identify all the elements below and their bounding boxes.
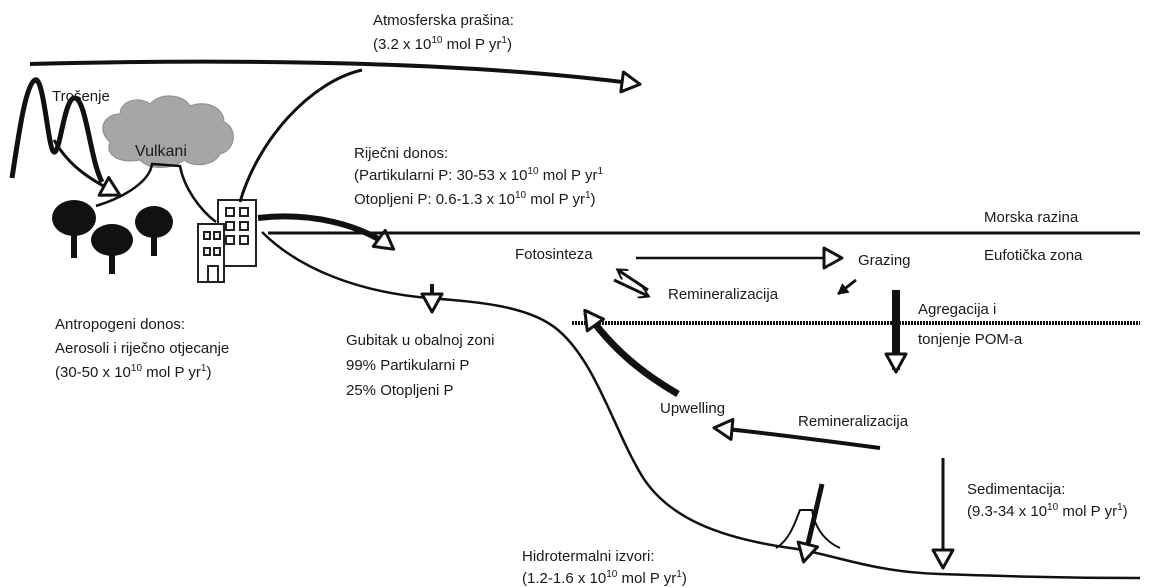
volcano-label: Vulkani bbox=[135, 143, 187, 160]
buildings-icon bbox=[197, 199, 257, 283]
hydrothermal-label: Hidrotermalni izvori: bbox=[522, 548, 655, 565]
sedimentation-flux: (9.3-34 x 1010 mol P yr1) bbox=[967, 502, 1128, 520]
atmospheric-dust-label: Atmosferska prašina: bbox=[373, 12, 514, 29]
anthropogenic-flux: (30-50 x 1010 mol P yr1) bbox=[55, 363, 211, 381]
photosynthesis-remineralization-arrow bbox=[613, 278, 648, 296]
sedimentation-label: Sedimentacija: bbox=[967, 481, 1065, 498]
trees-icon bbox=[52, 200, 173, 274]
grazing-remin-arrow bbox=[837, 278, 857, 296]
euphotic-zone-label: Eufotička zona bbox=[984, 247, 1083, 264]
coastal-loss-particulate: 99% Partikularni P bbox=[346, 357, 469, 374]
hydrothermal-flux: (1.2-1.6 x 1010 mol P yr1) bbox=[522, 569, 687, 587]
hydrothermal-vent bbox=[775, 509, 841, 549]
aggregation-label: Agregacija i bbox=[918, 301, 996, 318]
coastal-loss-title: Gubitak u obalnoj zoni bbox=[346, 332, 494, 349]
dust-transport-arrow bbox=[29, 59, 642, 94]
atmospheric-dust-flux: (3.2 x 1010 mol P yr1) bbox=[373, 35, 512, 53]
remineralization-lower-label: Remineralizacija bbox=[798, 413, 909, 430]
river-input-arrow bbox=[257, 213, 396, 251]
anthropogenic-title: Antropogeni donos: bbox=[55, 316, 185, 333]
atmospheric-dust-arrow bbox=[238, 68, 363, 203]
hydrothermal-input-arrow bbox=[796, 483, 825, 564]
upwelling-label: Upwelling bbox=[660, 400, 725, 417]
weathering-label: Trošenje bbox=[52, 88, 110, 105]
river-particulate-flux: (Partikularni P: 30-53 x 1010 mol P yr1 bbox=[354, 166, 603, 184]
remineralization-upper-label: Remineralizacija bbox=[668, 286, 779, 303]
photosynthesis-label: Fotosinteza bbox=[515, 246, 593, 263]
river-dissolved-flux: Otopljeni P: 0.6-1.3 x 1010 mol P yr1) bbox=[354, 190, 596, 208]
weathering-arrow bbox=[52, 139, 122, 197]
sea-level-label: Morska razina bbox=[984, 209, 1079, 226]
grazing-label: Grazing bbox=[858, 252, 911, 269]
remineralization-lower-arrow bbox=[712, 417, 881, 450]
remineralization-photosynthesis-arrow bbox=[618, 270, 649, 292]
sinking-pom-label: tonjenje POM-a bbox=[918, 331, 1023, 348]
river-input-label: Riječni donos: bbox=[354, 145, 448, 162]
upwelling-arrow bbox=[583, 308, 680, 398]
coastal-loss-dissolved: 25% Otopljeni P bbox=[346, 382, 454, 399]
mountains-shape bbox=[9, 77, 105, 184]
anthropogenic-sources: Aerosoli i riječno otjecanje bbox=[55, 340, 229, 357]
volcano-cone bbox=[95, 162, 217, 223]
